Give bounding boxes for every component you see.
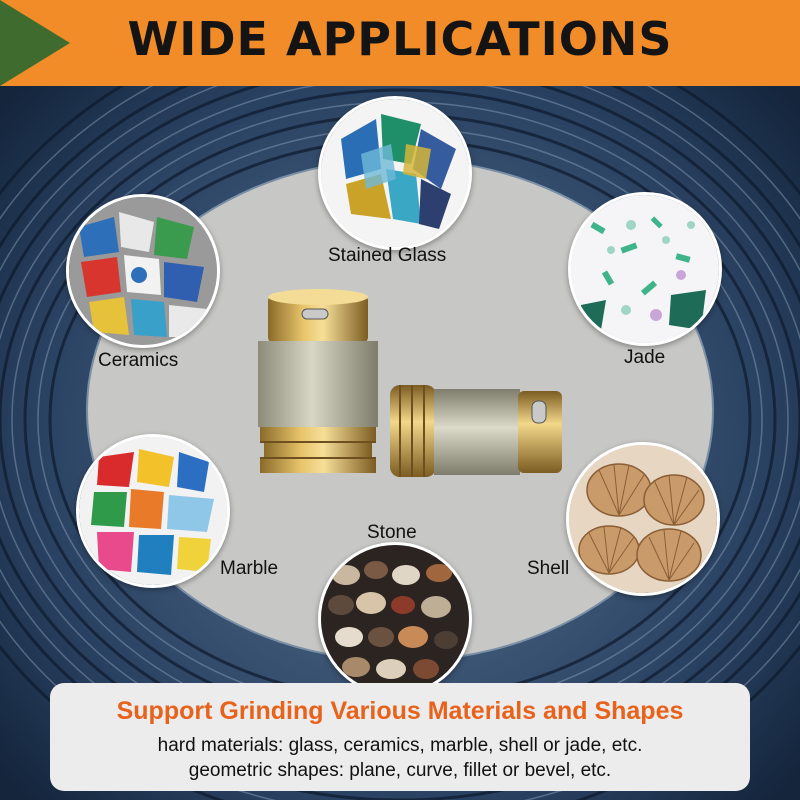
grinding-bit-image: [258, 289, 562, 477]
title-banner: WIDE APPLICATIONS: [0, 0, 800, 86]
info-line-materials: hard materials: glass, ceramics, marble,…: [157, 735, 643, 756]
shell-image: [566, 442, 720, 596]
info-line-shapes: geometric shapes: plane, curve, fillet o…: [188, 760, 612, 781]
stone-image: [318, 542, 472, 696]
label-marble: Marble: [220, 558, 279, 579]
label-stone: Stone: [367, 522, 417, 543]
jade-image: [568, 192, 722, 346]
label-stained-glass: Stained Glass: [328, 245, 447, 266]
label-ceramics: Ceramics: [98, 350, 179, 371]
banner-title: WIDE APPLICATIONS: [127, 12, 673, 66]
banner-arrow-icon: [0, 0, 70, 86]
marble-image: [76, 434, 230, 588]
info-heading: Support Grinding Various Materials and S…: [116, 697, 684, 725]
label-jade: Jade: [624, 347, 666, 368]
stained-glass-image: [318, 96, 472, 250]
info-box: Support Grinding Various Materials and S…: [50, 683, 750, 791]
ceramics-image: [66, 194, 220, 348]
label-shell: Shell: [527, 558, 570, 579]
